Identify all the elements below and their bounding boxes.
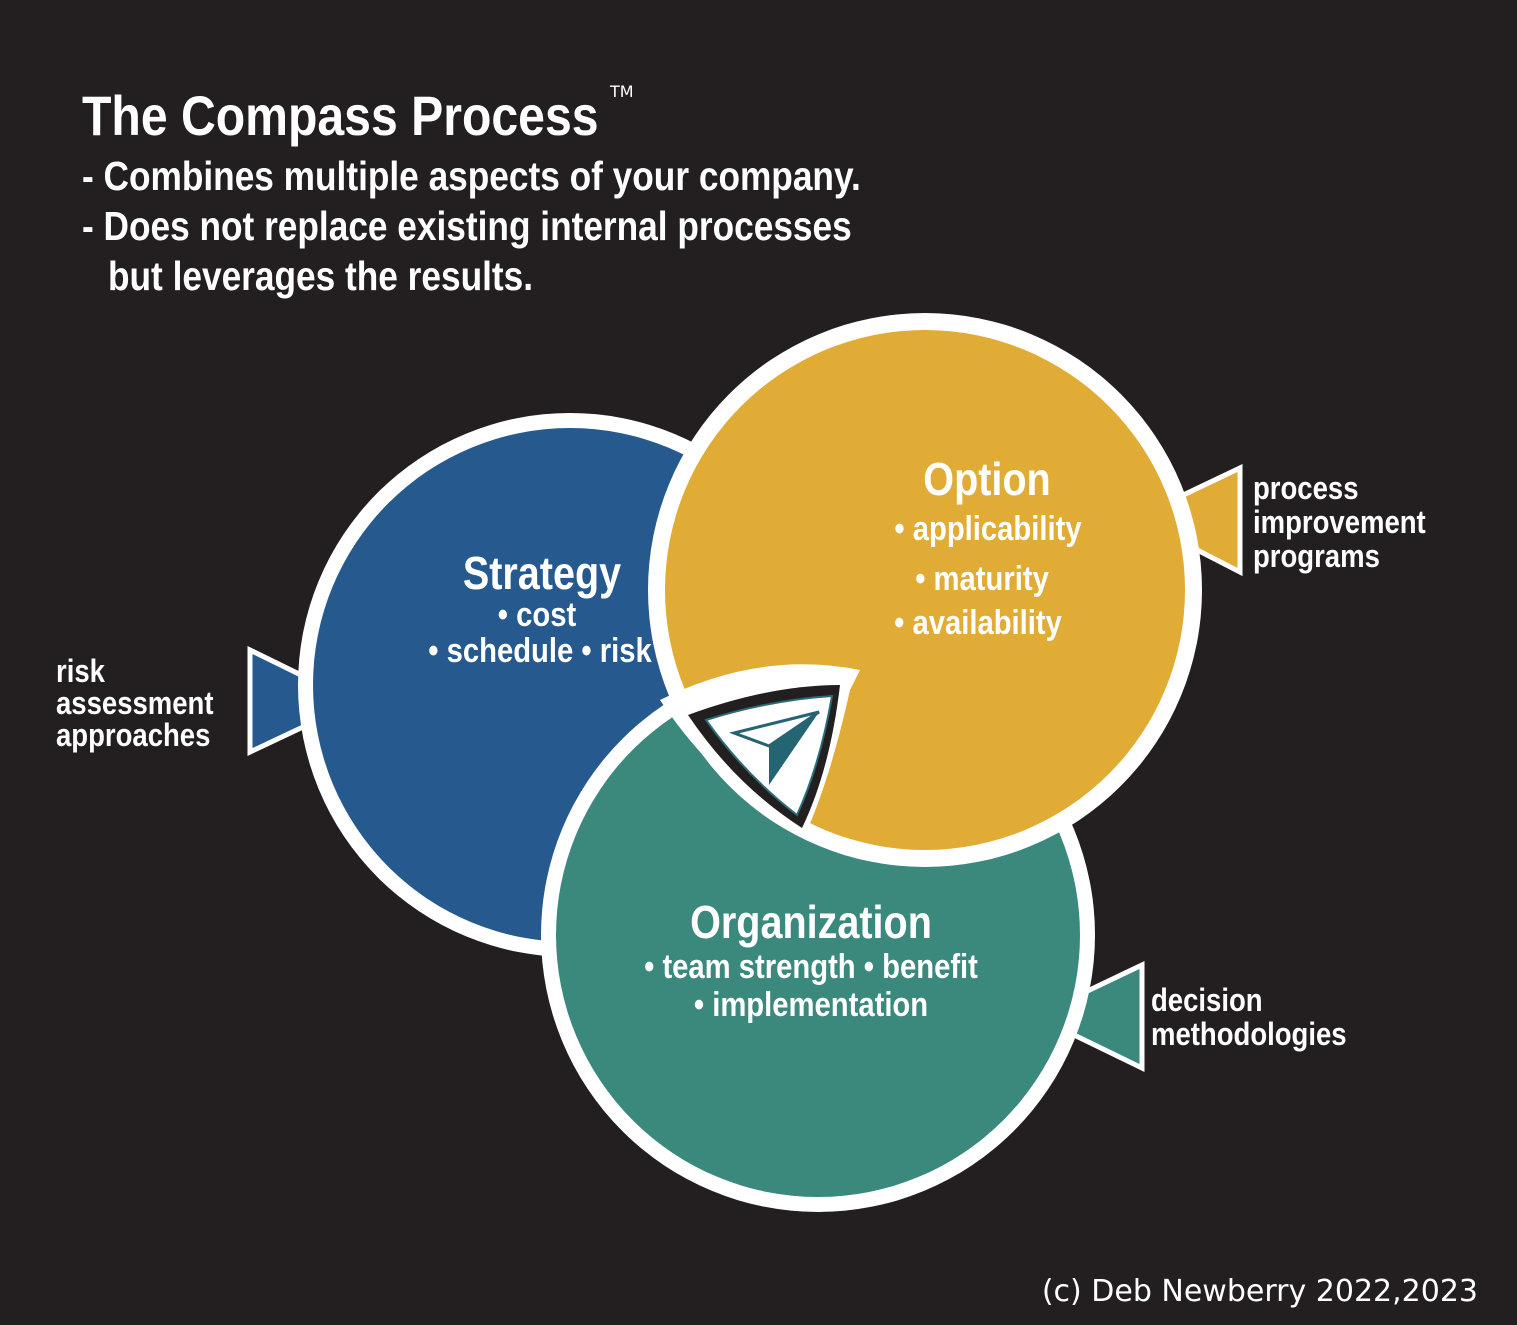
organization-item: • implementation — [694, 985, 928, 1024]
right-bottom-input-label: decision — [1151, 983, 1263, 1018]
right-top-input-label: improvement — [1253, 505, 1426, 540]
subtitle-line-2: - Does not replace existing internal pro… — [82, 204, 852, 250]
option-title: Option — [923, 454, 1050, 505]
right-top-input-label: process — [1253, 471, 1358, 506]
trademark: TM — [609, 82, 634, 101]
organization-title: Organization — [690, 897, 932, 948]
right-bottom-input-label: methodologies — [1151, 1017, 1347, 1052]
strategy-item: • schedule • risk — [428, 631, 652, 670]
right-top-input-label: programs — [1253, 539, 1380, 574]
subtitle-line-3: but leverages the results. — [108, 254, 533, 300]
option-item: • maturity — [915, 559, 1049, 598]
copyright: (c) Deb Newberry 2022,2023 — [1042, 1274, 1478, 1309]
option-item: • applicability — [894, 509, 1082, 548]
page-title: The Compass Process — [82, 86, 599, 148]
left-input-label: approaches — [56, 718, 210, 753]
organization-item: • team strength • benefit — [644, 947, 978, 986]
subtitle-line-1: - Combines multiple aspects of your comp… — [82, 154, 861, 200]
option-item: • availability — [894, 603, 1062, 642]
strategy-title: Strategy — [463, 548, 621, 599]
compass-arrow-icon — [688, 685, 840, 828]
left-input-label: assessment — [56, 686, 214, 721]
left-input-label: risk — [56, 654, 105, 689]
strategy-item: • cost — [498, 595, 577, 634]
